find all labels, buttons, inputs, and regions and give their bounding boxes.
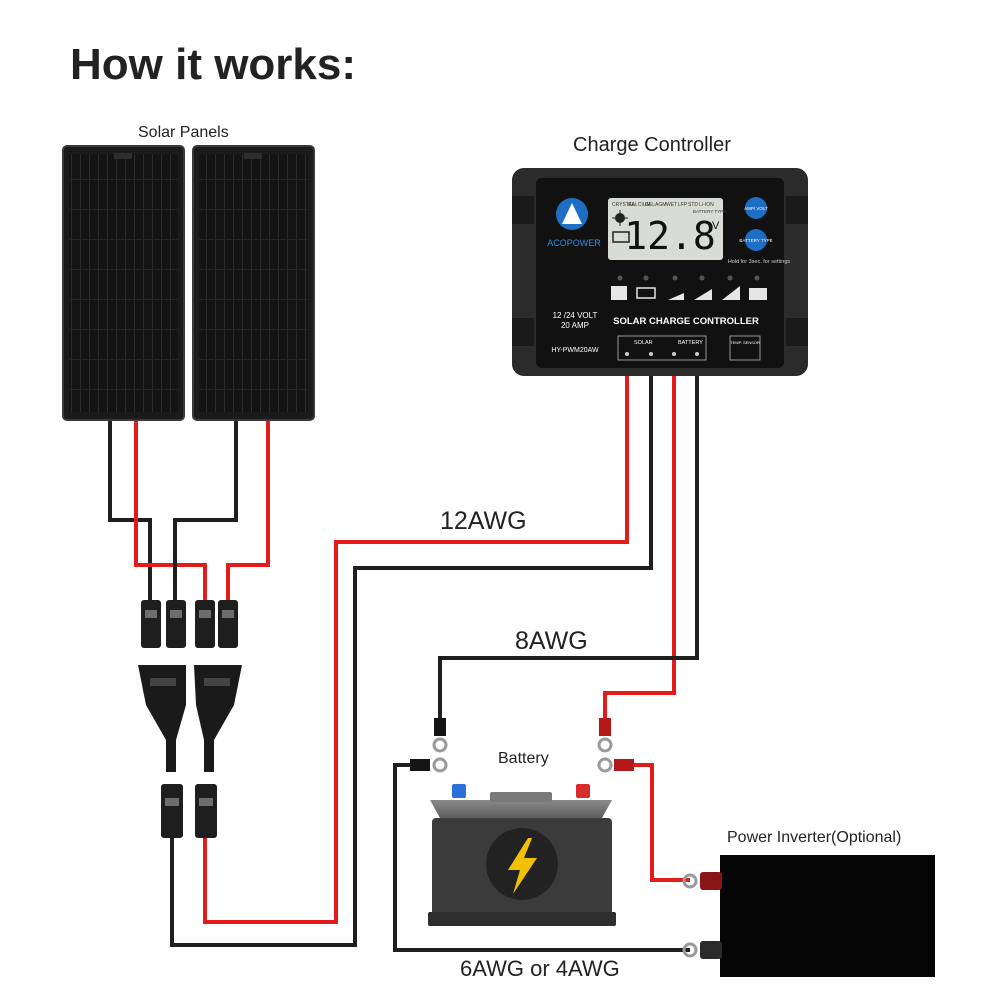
wiring [108,375,699,952]
inverter-positive-terminal [700,872,722,890]
status-indicators [611,275,767,300]
battery-type-button[interactable] [745,229,767,251]
temp-sensor-port [729,335,761,361]
lcd-sun-icon [612,210,628,226]
panel2-positive-lead [226,410,270,605]
mc4-connectors [141,600,238,648]
battery-type-3: AGM [655,202,666,208]
lcd-reading: 12.8 [624,214,716,258]
battery-type-4: WET [666,202,677,208]
solar-panels-label: Solar Panels [138,124,229,141]
battery-positive-run-8awg [603,375,676,730]
battery [428,784,616,926]
controller-name: SOLAR CHARGE CONTROLLER [613,316,759,327]
page-title: How it works: [70,40,357,89]
level-low-icon [668,293,684,300]
mc4-output-connectors [161,784,217,838]
power-inverter-label: Power Inverter(Optional) [727,829,902,846]
lcd-battery-icon [612,231,630,243]
wire-gauge-12awg-label: 12AWG [440,507,527,535]
battery-negative-run-8awg [438,375,699,730]
level-mid-icon [694,289,712,300]
battery-type-5: LFP [678,202,688,208]
charge-controller: ACOPOWER 12.8 V CRYSTAL CALCIUM GEL AGM … [512,168,808,376]
mc4-branch-positive [194,665,242,772]
battery-positive-terminal [576,784,590,798]
battery-type-strip: CRYSTAL CALCIUM GEL AGM WET LFP STD LI-I… [612,202,726,214]
inverter-negative-run [393,763,690,952]
controller-brand: ACOPOWER [547,238,601,248]
terminal-battery-label: BATTERY [678,340,703,346]
battery-type-6: STD [688,202,698,208]
solar-negative-run-12awg [170,375,653,947]
inverter-negative-terminal [700,941,722,959]
load-status-icon [749,288,767,300]
ring-terminals [410,718,634,773]
inverter-positive-run [622,763,690,882]
lcd-display [608,198,723,260]
battery-type-button-label: BATTERY TYPE [739,238,772,243]
charge-controller-label: Charge Controller [573,134,731,156]
panel1-positive-lead [134,410,207,605]
battery-type-1: CALCIUM [628,202,651,208]
solar-status-icon [611,286,627,300]
solar-battery-terminals [617,335,707,361]
terminal-solar-label: SOLAR [634,340,653,346]
battery-type-2: GEL [645,202,655,208]
hold-note: Hold for 3sec. for settings [728,259,791,265]
battery-label: Battery [498,750,549,767]
terminal-temp-label: TEMP. SENSOR [730,340,760,345]
battery-negative-terminal [452,784,466,798]
mc4-branch-negative [138,665,186,772]
controller-current: 20 AMP [561,321,589,330]
level-high-icon [722,286,740,300]
panel2-negative-lead [173,410,238,605]
lcd-unit: V [712,220,720,232]
wire-gauge-8awg-label: 8AWG [515,627,588,655]
amp-volt-button[interactable] [745,197,767,219]
power-inverter [682,855,935,977]
wire-gauge-6awg-label: 6AWG or 4AWG [460,956,620,981]
controller-rating: 12 /24 VOLT [553,311,598,320]
battery-type-0: CRYSTAL [612,202,635,208]
lightning-bolt-icon [508,838,537,894]
panel1-negative-lead [108,410,152,605]
solar-panel-2 [192,145,315,421]
solar-panel-1 [62,145,185,421]
controller-model: HY-PWM20AW [551,347,599,354]
amp-volt-button-label: AMP/ VOLT [744,206,768,211]
solar-positive-run-12awg [203,375,629,924]
battery-status-icon [636,287,656,299]
battery-type-caption: BATTERY TYPE [693,209,726,214]
battery-type-7: LI-ION [699,202,714,208]
